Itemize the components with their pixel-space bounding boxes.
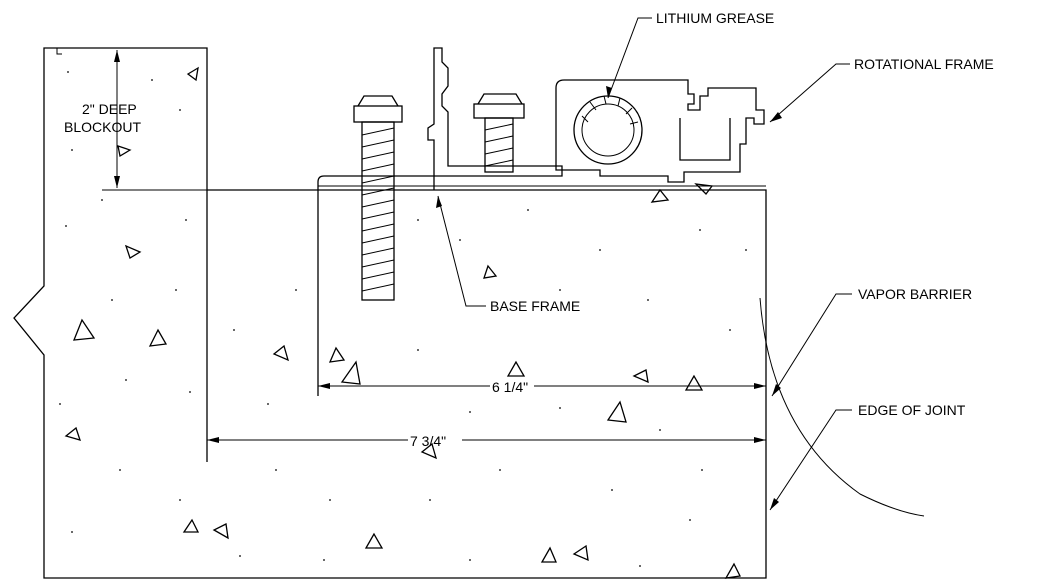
dimension-inner-label: 6 1/4"	[492, 379, 528, 395]
base-frame-label: BASE FRAME	[490, 298, 580, 314]
callout-edge-of-joint: EDGE OF JOINT	[769, 402, 966, 511]
anchor-bolt-left	[353, 95, 403, 301]
anchor-bolt-right	[473, 93, 525, 173]
concrete-slab	[13, 47, 767, 579]
base-frame	[317, 175, 766, 396]
callout-base-frame: BASE FRAME	[436, 195, 580, 314]
callout-vapor-barrier: VAPOR BARRIER	[771, 286, 972, 397]
callout-lithium-grease: LITHIUM GREASE	[606, 10, 774, 99]
rail-extrusion	[427, 47, 563, 177]
blockout-dimension: 2" DEEP BLOCKOUT	[64, 50, 207, 191]
blockout-label-line2: BLOCKOUT	[64, 119, 141, 135]
dimension-outer: 7 3/4"	[207, 431, 766, 449]
concrete-stipple	[59, 71, 747, 567]
lithium-grease-label: LITHIUM GREASE	[656, 10, 774, 26]
callout-rotational-frame: ROTATIONAL FRAME	[769, 56, 994, 123]
rotational-frame	[555, 79, 765, 183]
rotational-frame-label: ROTATIONAL FRAME	[854, 56, 994, 72]
dimension-inner: 6 1/4"	[318, 377, 766, 395]
dimension-outer-label: 7 3/4"	[410, 433, 446, 449]
vapor-barrier-label: VAPOR BARRIER	[858, 286, 972, 302]
concrete-aggregate-hatch	[64, 66, 741, 579]
blockout-label-line1: 2" DEEP	[82, 101, 137, 117]
edge-of-joint-label: EDGE OF JOINT	[858, 402, 966, 418]
vapor-barrier-line	[759, 297, 925, 517]
